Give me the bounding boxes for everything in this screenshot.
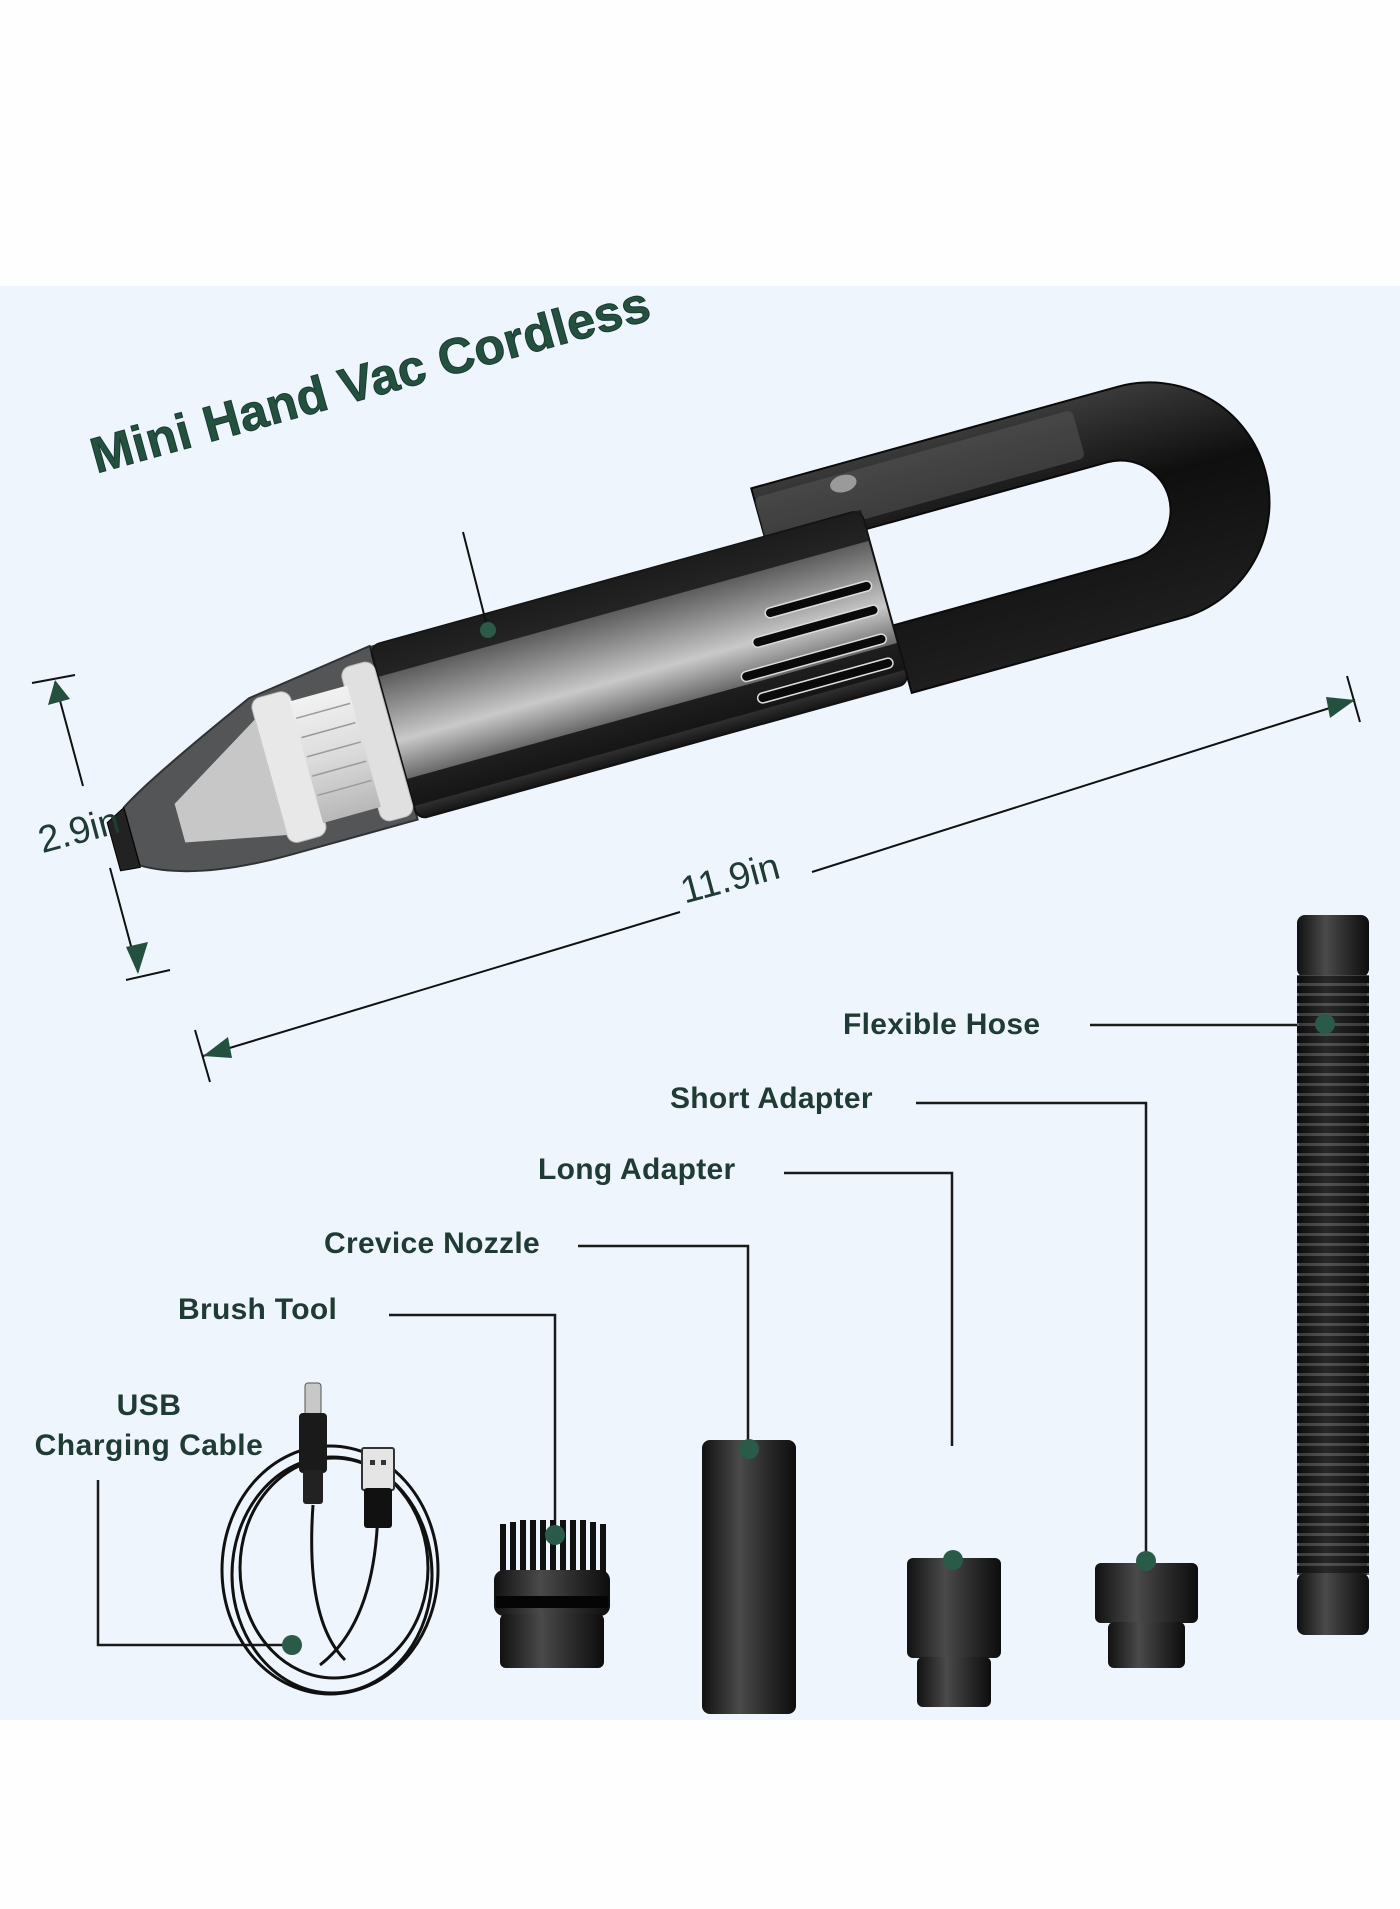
vacuum-body bbox=[106, 381, 1271, 873]
label-brush-tool: Brush Tool bbox=[178, 1293, 338, 1326]
title-leader-line bbox=[462, 531, 489, 631]
label-flexible-hose: Flexible Hose bbox=[843, 1008, 1041, 1041]
usb-charging-cable-image bbox=[220, 1444, 440, 1696]
label-long-adapter: Long Adapter bbox=[538, 1153, 736, 1186]
label-usb-line1: USB bbox=[116, 1389, 182, 1422]
label-usb-charging-cable: USB Charging Cable bbox=[14, 1386, 284, 1466]
arrow-up-icon bbox=[48, 680, 70, 705]
flexible-hose-image bbox=[1297, 915, 1369, 1635]
usb-a-plug-icon bbox=[361, 1447, 395, 1528]
long-adapter-image bbox=[907, 1550, 1001, 1707]
label-short-adapter: Short Adapter bbox=[670, 1082, 873, 1115]
crevice-nozzle-image bbox=[702, 1439, 796, 1714]
usb-marker-dot bbox=[282, 1635, 302, 1655]
label-usb-line2: Charging Cable bbox=[34, 1429, 264, 1462]
arrow-left-icon bbox=[203, 1037, 232, 1058]
title-marker-dot bbox=[480, 622, 496, 638]
dc-plug-icon bbox=[299, 1382, 327, 1504]
brush-tool-image bbox=[494, 1520, 610, 1668]
product-panel bbox=[0, 286, 1400, 1720]
arrow-right-icon bbox=[1326, 697, 1355, 718]
length-dimension bbox=[194, 675, 1361, 1083]
short-adapter-image bbox=[1095, 1551, 1198, 1668]
arrow-down-icon bbox=[126, 942, 148, 974]
label-crevice-nozzle: Crevice Nozzle bbox=[324, 1227, 540, 1260]
leader-lines bbox=[96, 1023, 1318, 1647]
